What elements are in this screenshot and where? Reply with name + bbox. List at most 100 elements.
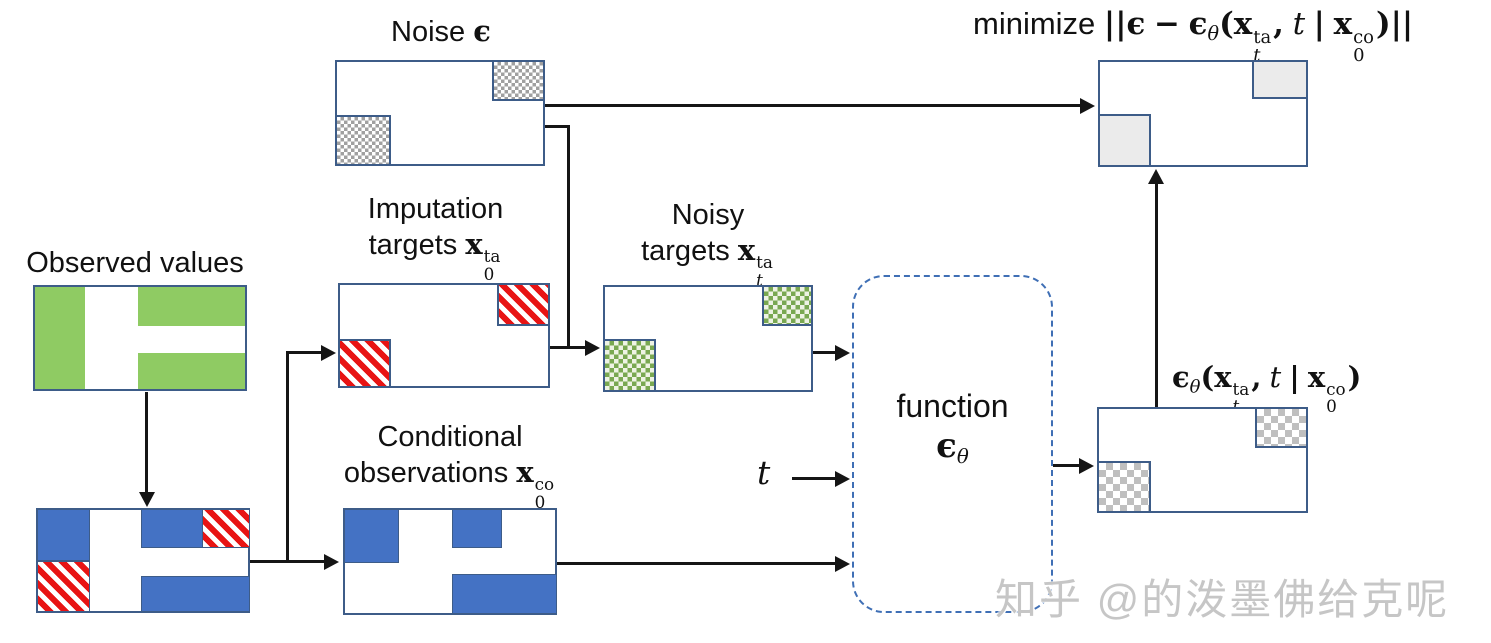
imputation-targets-box — [338, 283, 550, 388]
epsilon-symbol: ϵ — [1172, 360, 1190, 394]
paren-open: ( — [1219, 6, 1234, 42]
conditional-cell — [452, 573, 558, 615]
t-input-label: t — [757, 453, 770, 492]
conditional-observations-box — [343, 508, 558, 615]
t-variable: t — [1292, 6, 1306, 42]
connector-noise-stub — [545, 125, 570, 128]
paren-open: ( — [1200, 360, 1215, 394]
theta-subscript: θ — [1207, 21, 1220, 45]
connector-split-vertical — [286, 351, 289, 563]
output-patch-bottom-left — [1097, 461, 1151, 513]
imputation-patch-bottom-left — [338, 339, 391, 388]
sub-0: 0 — [1353, 44, 1365, 66]
residual-patch-top-right — [1252, 60, 1308, 99]
function-word: function — [896, 388, 1009, 424]
arrow-t-to-function — [792, 477, 838, 480]
sup-ta: ta — [756, 252, 773, 273]
arrowhead-down — [139, 492, 155, 507]
noisy-line1: Noisy — [671, 199, 745, 231]
arrowhead-right — [835, 555, 850, 572]
x-symbol: x — [1214, 360, 1232, 394]
theta-subscript: θ — [1189, 376, 1201, 398]
conditional-line1: Conditional — [377, 421, 523, 453]
imputation-line2: targets — [368, 229, 458, 262]
observed-cell — [137, 353, 245, 389]
epsilon-symbol: ϵ — [936, 426, 957, 467]
paren-close: ) — [1375, 6, 1391, 42]
x-symbol: x — [465, 227, 483, 262]
minimize-word: minimize — [973, 6, 1096, 41]
conditional-cell — [344, 509, 399, 563]
arrow-conditional-to-function — [557, 562, 838, 565]
target-cell-striped — [37, 560, 90, 612]
epsilon-symbol: ϵ — [1188, 6, 1208, 42]
residual-box — [1098, 60, 1308, 167]
target-cell-striped — [201, 509, 251, 549]
theta-subscript: θ — [956, 444, 969, 468]
t-variable: t — [1269, 360, 1282, 394]
minus-sign: − — [1154, 6, 1180, 42]
arrowhead-right — [835, 470, 850, 487]
sub-0: 0 — [534, 491, 546, 512]
observed-cell — [137, 287, 245, 326]
sup-ta: ta — [1232, 379, 1250, 400]
arrowhead-right — [324, 553, 339, 570]
watermark: 知乎 @的泼墨佛给克呢 — [995, 566, 1449, 627]
x-symbol: x — [1333, 6, 1353, 42]
connector-masked-out — [250, 560, 288, 563]
connector-noise-down — [567, 125, 570, 349]
x-symbol: x — [1307, 360, 1326, 394]
residual-patch-bottom-left — [1098, 114, 1151, 167]
observed-values-box — [33, 285, 247, 391]
conditional-cell — [37, 509, 90, 561]
sub-t: t — [1233, 398, 1240, 415]
conditioning-bar: | — [1313, 6, 1325, 42]
function-label: function ϵθ — [854, 387, 1051, 469]
norm-open: || — [1103, 6, 1127, 42]
epsilon-symbol: ϵ — [473, 14, 491, 48]
function-box: function ϵθ — [852, 275, 1053, 613]
observed-values-text: Observed values — [26, 247, 244, 279]
predicted-noise-box — [1097, 407, 1308, 513]
conditional-cell — [452, 509, 503, 549]
arrowhead-right — [1080, 97, 1095, 114]
arrowhead-right — [835, 344, 850, 361]
imputation-line1: Imputation — [367, 193, 504, 225]
xtta-scripts: tat — [1232, 379, 1250, 415]
arrow-observed-to-masked — [145, 392, 148, 495]
arrowhead-right — [321, 344, 336, 361]
x-symbol: x — [516, 455, 534, 490]
connector-to-conditional — [286, 560, 326, 563]
sup-ta: ta — [1253, 26, 1272, 48]
x-symbol: x — [737, 233, 756, 268]
arrowhead-up — [1148, 169, 1164, 184]
noise-patch-bottom-left — [335, 115, 391, 166]
conditional-cell — [140, 509, 204, 549]
comma: , — [1273, 6, 1284, 42]
x-symbol: x — [1233, 6, 1253, 42]
sup-co: co — [1326, 379, 1346, 400]
noisy-targets-box — [603, 285, 813, 392]
arrow-function-to-output — [1053, 464, 1082, 467]
output-patch-top-right — [1255, 407, 1308, 448]
sup-co: co — [534, 474, 555, 495]
noisy-patch-bottom-left — [603, 339, 656, 392]
arrowhead-right — [585, 339, 600, 356]
epsilon-symbol: ϵ — [1126, 6, 1146, 42]
sub-0: 0 — [483, 263, 495, 284]
sub-0: 0 — [1326, 396, 1337, 417]
norm-close: || — [1390, 6, 1414, 42]
arrow-output-to-residual — [1155, 180, 1158, 407]
arrow-noisy-to-function — [813, 351, 838, 354]
sub-t: t — [756, 269, 763, 290]
